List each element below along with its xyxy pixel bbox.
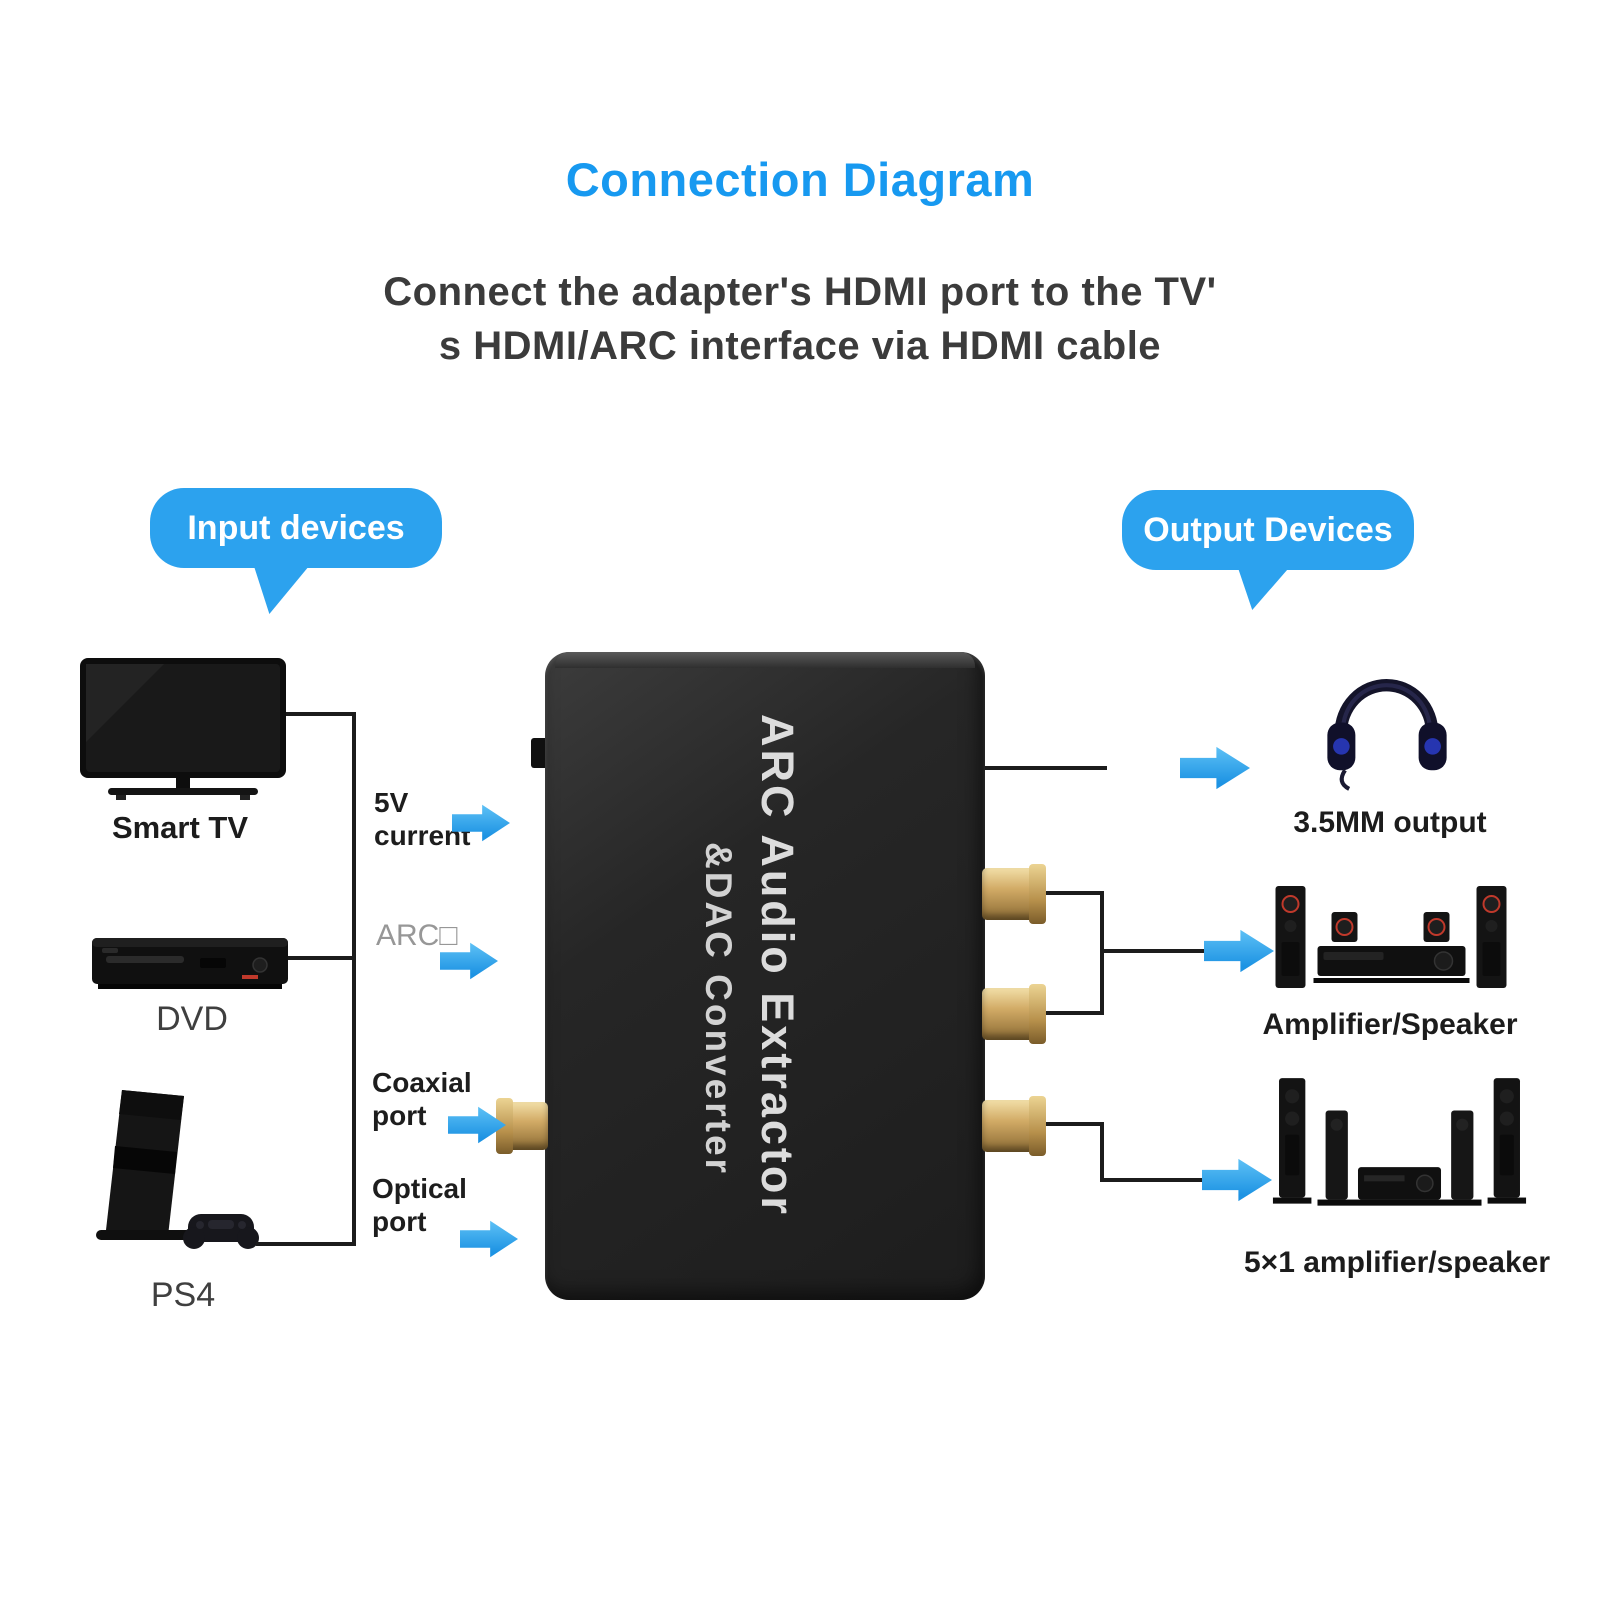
ps4-console-icon xyxy=(88,1086,268,1266)
output-devices-label: Output Devices xyxy=(1143,510,1393,549)
ps4-connector-line xyxy=(256,1242,354,1246)
headphone-output-label: 3.5MM output xyxy=(1293,806,1487,839)
amp-line-vertical xyxy=(1100,891,1104,1015)
smart-tv-label: Smart TV xyxy=(111,810,249,845)
coaxial-connector xyxy=(496,1098,548,1154)
coaxial-port-label: Coaxial port xyxy=(372,1067,472,1132)
page-title: Connection Diagram xyxy=(565,153,1035,206)
input-devices-label: Input devices xyxy=(187,508,405,547)
ps4-label: PS4 xyxy=(150,1276,216,1314)
surround-line-out xyxy=(1102,1178,1204,1182)
surround-line-vertical xyxy=(1100,1122,1104,1182)
arc-audio-extractor-device: ARC Audio Extractor &DAC Converter xyxy=(545,652,985,1300)
surround-line-top xyxy=(1042,1122,1104,1126)
headphone-line xyxy=(985,766,1107,770)
surround-system-icon xyxy=(1272,1072,1527,1234)
device-name-line1: ARC Audio Extractor xyxy=(752,714,803,1217)
device-name-line2: &DAC Converter xyxy=(698,842,739,1176)
output-bubble-tail xyxy=(1236,562,1294,610)
power-switch-tab xyxy=(531,738,547,768)
smart-tv-icon xyxy=(78,658,288,808)
dvd-label: DVD xyxy=(156,1000,228,1038)
amp-line-top xyxy=(1042,891,1104,895)
input-bubble-tail xyxy=(252,560,314,614)
rca-connector-middle xyxy=(982,984,1046,1044)
surround-arrow-icon xyxy=(1202,1158,1272,1202)
dvd-connector-line xyxy=(288,956,354,960)
optical-port-label: Optical port xyxy=(372,1173,467,1238)
dvd-player-icon xyxy=(92,918,292,1003)
input-devices-badge: Input devices xyxy=(150,488,442,568)
arc-port-label: ARC□ xyxy=(376,919,458,952)
headphone-arrow-icon xyxy=(1180,746,1250,790)
input-bus-line xyxy=(352,712,356,1246)
output-devices-badge: Output Devices xyxy=(1122,490,1414,570)
amplifier-speaker-icon xyxy=(1272,882,1510,1000)
tv-connector-line xyxy=(286,712,354,716)
amplifier-arrow-icon xyxy=(1204,929,1274,973)
surround-system-label: 5×1 amplifier/speaker xyxy=(1243,1246,1551,1279)
headphones-icon xyxy=(1322,652,1452,792)
optical-arrow-icon xyxy=(460,1220,518,1258)
amp-line-bottom xyxy=(1042,1011,1104,1015)
rca-connector-top xyxy=(982,864,1046,924)
rca-connector-bottom xyxy=(982,1096,1046,1156)
page-subtitle: Connect the adapter's HDMI port to the T… xyxy=(383,270,1217,368)
amplifier-speaker-label: Amplifier/Speaker xyxy=(1262,1008,1518,1041)
power-port-label: 5V current xyxy=(374,787,471,852)
amp-line-out xyxy=(1102,949,1206,953)
